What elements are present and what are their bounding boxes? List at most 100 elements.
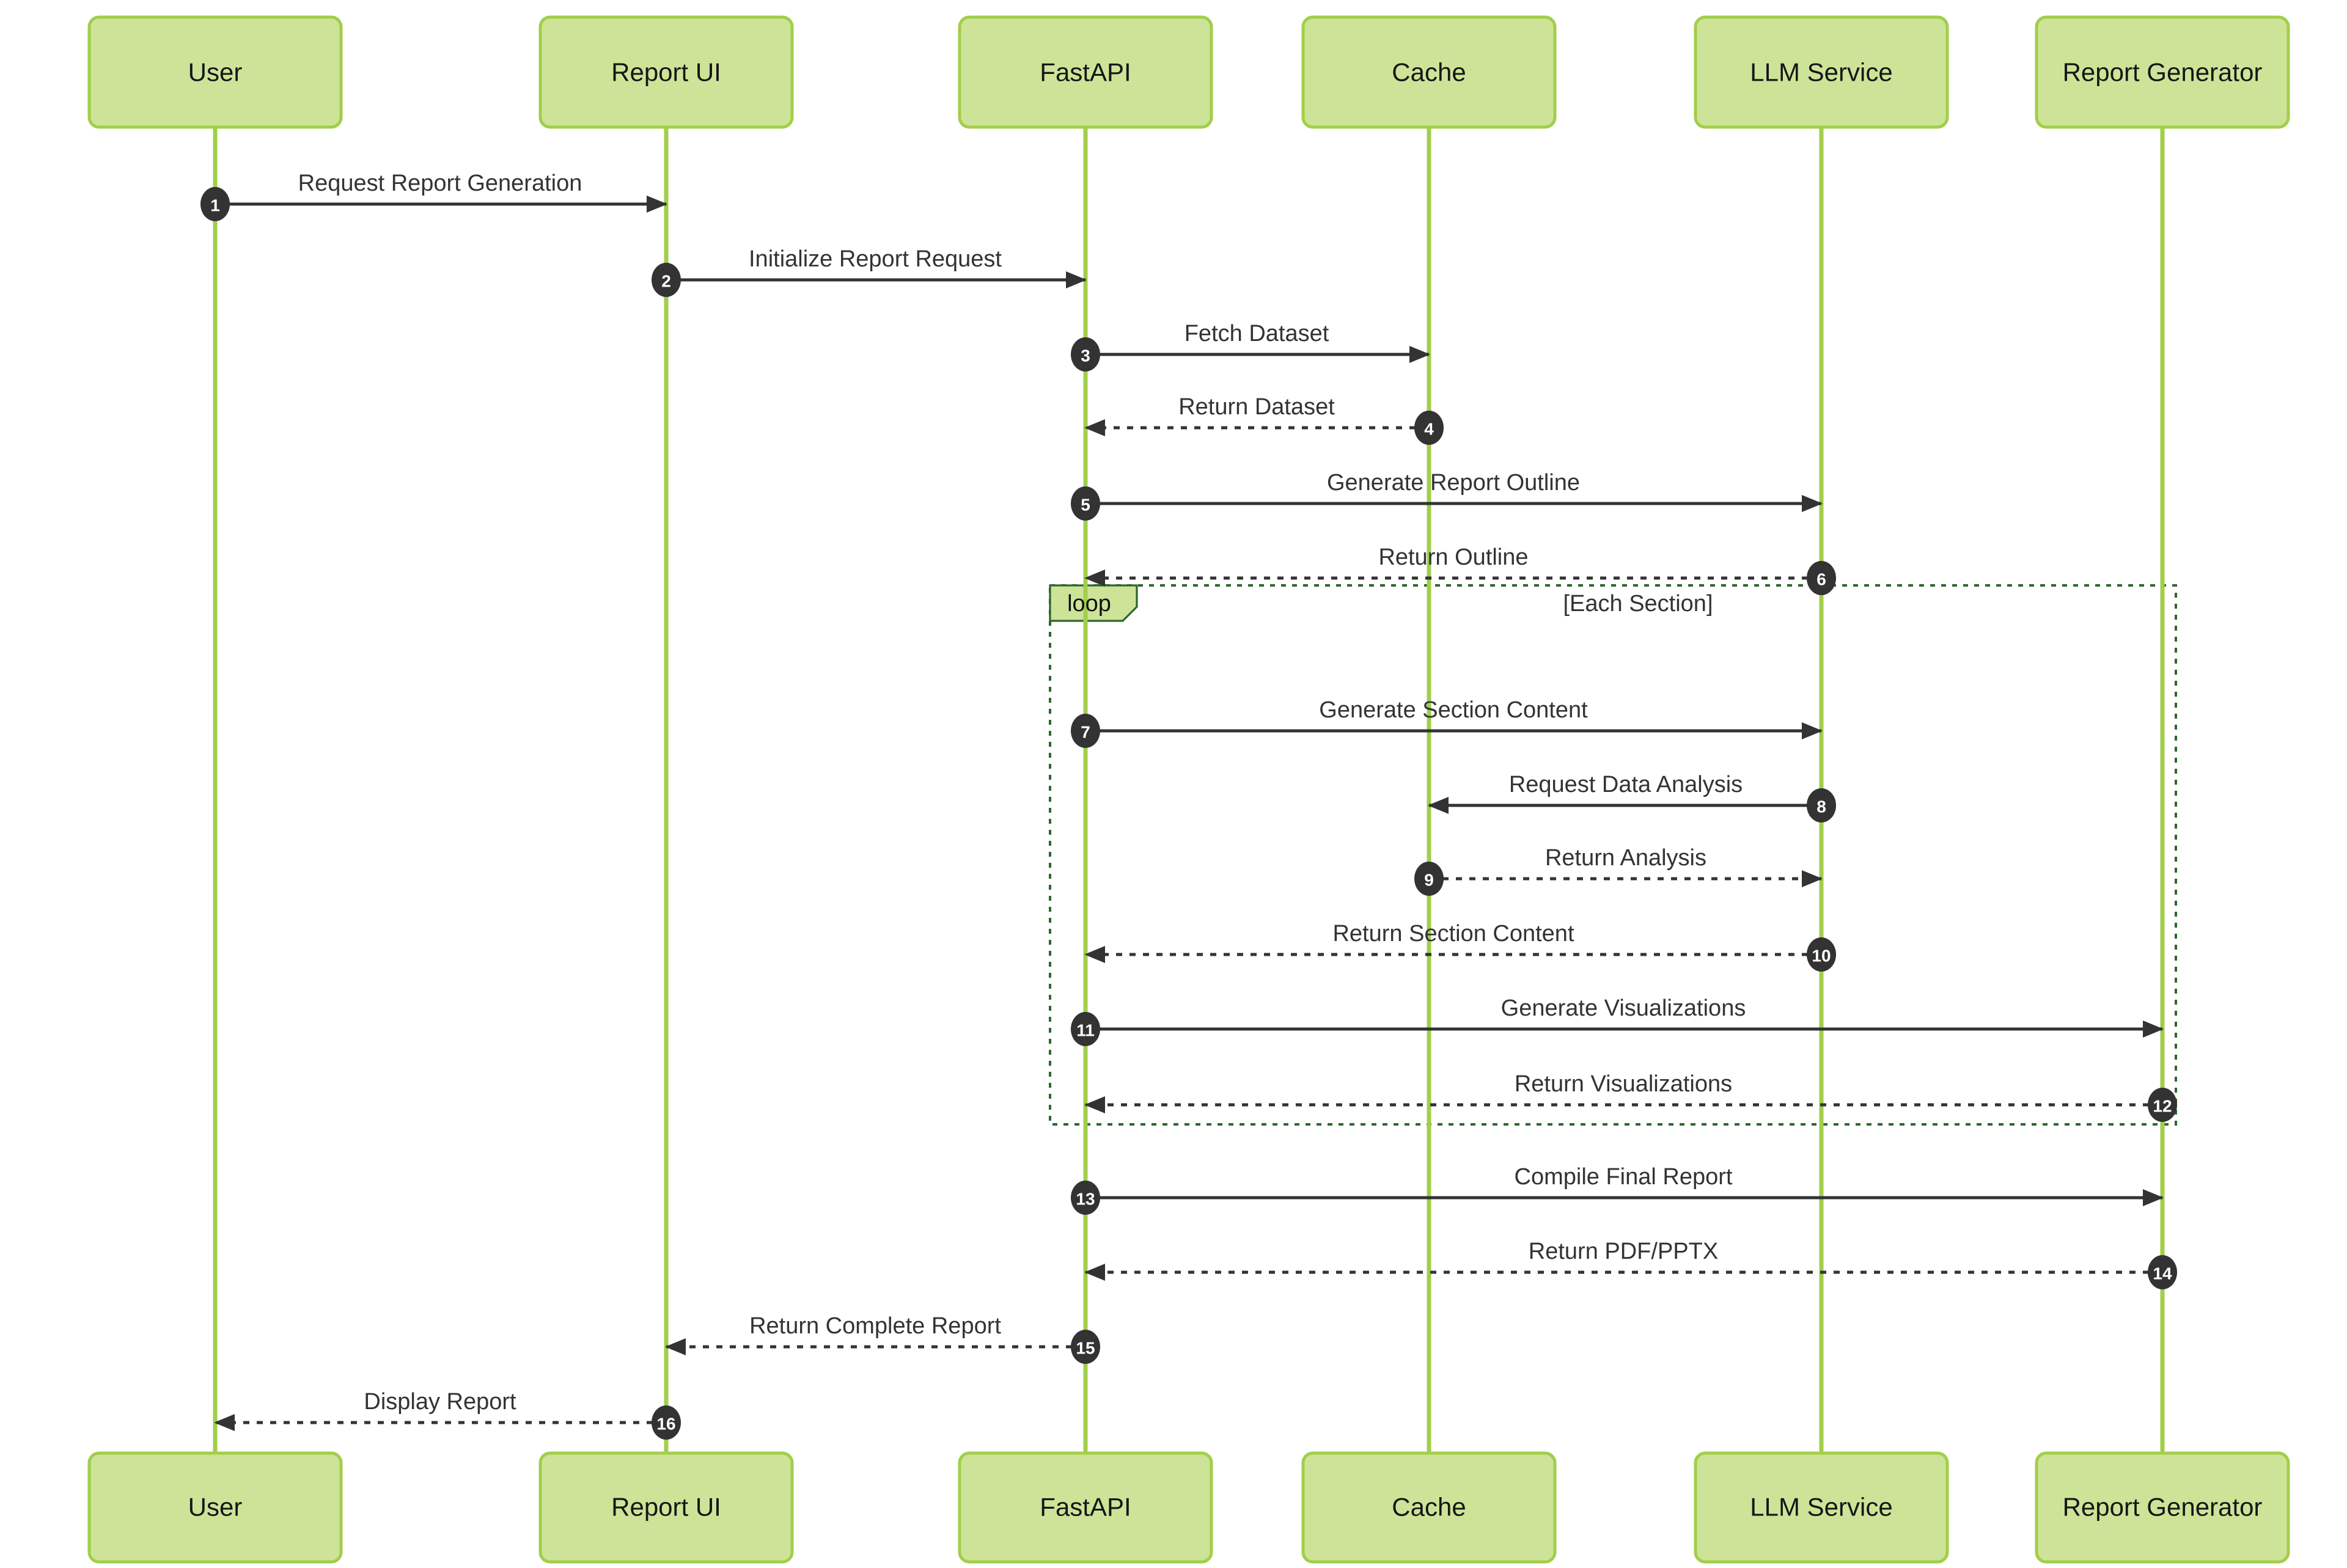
- actor-box: [538, 15, 794, 129]
- sequence-number-badge: [652, 263, 681, 297]
- message-label: Display Report: [364, 1389, 516, 1415]
- message-16: Display Report 16: [214, 1389, 681, 1440]
- sequence-number: 1: [210, 196, 220, 215]
- sequence-number: 11: [1076, 1021, 1095, 1040]
- actor-label: LLM Service: [1750, 58, 1892, 87]
- sequence-number: 14: [2153, 1264, 2172, 1283]
- sequence-number-badge: [1071, 714, 1100, 748]
- sequence-number: 10: [1812, 947, 1831, 965]
- message-9: Return Analysis 9: [1414, 845, 1823, 896]
- actor-top-fastapi: FastAPI: [958, 15, 1213, 129]
- sequence-number-badge: [2148, 1088, 2177, 1122]
- message-label: Return Visualizations: [1515, 1071, 1732, 1097]
- actor-bottom-user: User: [87, 1451, 343, 1564]
- sequence-number-badge: [1071, 1181, 1100, 1215]
- actor-top-report-ui: Report UI: [538, 15, 794, 129]
- sequence-number-badge: [1414, 862, 1444, 896]
- message-5: Generate Report Outline 5: [1071, 470, 1823, 521]
- message-label: Return Section Content: [1332, 921, 1574, 947]
- loop-guard-label: [Each Section]: [1563, 591, 1713, 617]
- message-3: Fetch Dataset 3: [1071, 321, 1430, 372]
- message-14: Return PDF/PPTX 14: [1084, 1239, 2177, 1289]
- message-label: Fetch Dataset: [1185, 321, 1329, 346]
- sequence-number: 5: [1081, 496, 1090, 515]
- actor-box: [958, 1451, 1213, 1564]
- sequence-number: 9: [1424, 871, 1434, 890]
- actor-box: [87, 1451, 343, 1564]
- actor-label: Report Generator: [2063, 58, 2263, 87]
- message-7: Generate Section Content 7: [1071, 697, 1823, 748]
- sequence-number-badge: [1071, 1330, 1100, 1364]
- actor-label: Report UI: [611, 58, 721, 87]
- actor-label: User: [188, 58, 243, 87]
- message-label: Return PDF/PPTX: [1529, 1239, 1718, 1264]
- sequence-number: 13: [1076, 1190, 1095, 1209]
- sequence-number-badge: [200, 187, 230, 221]
- sequence-number-badge: [2148, 1255, 2177, 1289]
- actor-top-cache: Cache: [1301, 15, 1557, 129]
- sequence-number-badge: [1807, 788, 1836, 822]
- message-label: Generate Visualizations: [1501, 995, 1746, 1021]
- sequence-number: 8: [1816, 797, 1826, 816]
- loop-keyword: loop: [1067, 591, 1111, 617]
- actor-label: LLM Service: [1750, 1493, 1892, 1522]
- actor-top-report-generator: Report Generator: [2035, 15, 2290, 129]
- message-label: Request Data Analysis: [1509, 772, 1743, 797]
- message-label: Return Complete Report: [749, 1313, 1001, 1339]
- sequence-number-badge: [652, 1405, 681, 1440]
- sequence-number: 6: [1816, 570, 1826, 589]
- actor-box: [2035, 1451, 2290, 1564]
- actor-label: Report UI: [611, 1493, 721, 1522]
- sequence-number-badge: [1071, 1012, 1100, 1046]
- message-label: Initialize Report Request: [749, 246, 1002, 272]
- actor-box: [87, 15, 343, 129]
- actor-top-llm-service: LLM Service: [1694, 15, 1949, 129]
- sequence-number: 15: [1076, 1339, 1095, 1358]
- actor-box: [538, 1451, 794, 1564]
- message-1: Request Report Generation 1: [200, 170, 667, 221]
- message-10: Return Section Content 10: [1084, 921, 1836, 972]
- message-label: Generate Report Outline: [1327, 470, 1580, 496]
- actor-box: [1301, 1451, 1557, 1564]
- message-label: Return Dataset: [1178, 394, 1335, 420]
- message-label: Return Analysis: [1545, 845, 1706, 871]
- actor-label: FastAPI: [1040, 1493, 1131, 1522]
- loop-frame: [1049, 584, 2177, 1126]
- message-label: Return Outline: [1378, 544, 1528, 570]
- actor-label: Cache: [1392, 1493, 1466, 1522]
- actor-label: Report Generator: [2063, 1493, 2263, 1522]
- sequence-number-badge: [1071, 486, 1100, 521]
- sequence-number: 16: [656, 1415, 675, 1434]
- sequence-number: 7: [1081, 723, 1090, 742]
- message-label: Generate Section Content: [1319, 697, 1588, 723]
- message-label: Request Report Generation: [298, 170, 582, 196]
- message-8: Request Data Analysis 8: [1428, 772, 1836, 822]
- message-13: Compile Final Report 13: [1071, 1164, 2164, 1215]
- actor-box: [1301, 15, 1557, 129]
- actor-label: User: [188, 1493, 243, 1522]
- actor-bottom-llm-service: LLM Service: [1694, 1451, 1949, 1564]
- actor-bottom-cache: Cache: [1301, 1451, 1557, 1564]
- sequence-number: 4: [1424, 420, 1434, 439]
- actor-label: Cache: [1392, 58, 1466, 87]
- sequence-number-badge: [1071, 337, 1100, 372]
- actor-top-user: User: [87, 15, 343, 129]
- sequence-number-badge: [1807, 561, 1836, 595]
- actor-bottom-report-generator: Report Generator: [2035, 1451, 2290, 1564]
- actor-bottom-report-ui: Report UI: [538, 1451, 794, 1564]
- sequence-number: 12: [2153, 1097, 2172, 1116]
- message-15: Return Complete Report 15: [665, 1313, 1100, 1364]
- actor-box: [958, 15, 1213, 129]
- actor-box: [2035, 15, 2290, 129]
- actor-box: [1694, 1451, 1949, 1564]
- message-6: Return Outline 6: [1084, 544, 1836, 595]
- message-2: Initialize Report Request 2: [652, 246, 1087, 297]
- message-4: Return Dataset 4: [1084, 394, 1444, 445]
- sequence-number: 2: [661, 272, 671, 291]
- actor-bottom-fastapi: FastAPI: [958, 1451, 1213, 1564]
- loop-label-tag: [1049, 584, 1138, 622]
- message-11: Generate Visualizations 11: [1071, 995, 2164, 1046]
- actor-box: [1694, 15, 1949, 129]
